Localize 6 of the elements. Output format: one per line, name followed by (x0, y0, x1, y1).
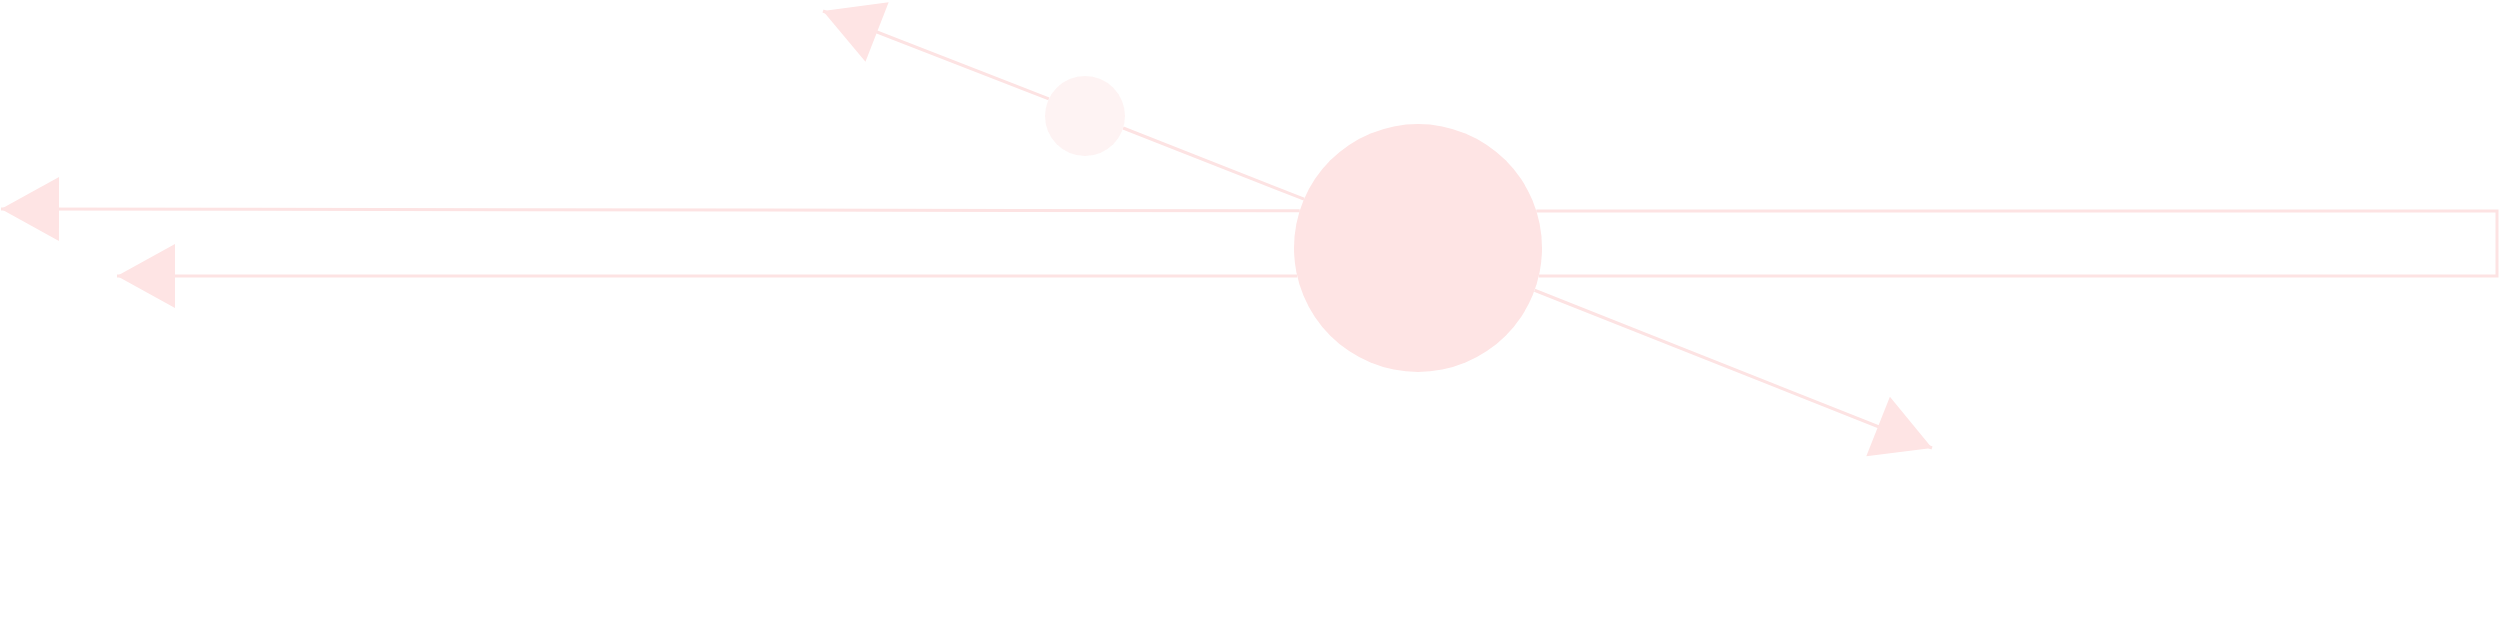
connector-line (1122, 126, 1305, 201)
arrow (117, 244, 1298, 308)
arrow (1, 177, 1300, 242)
arrow (822, 2, 1050, 101)
loop-line (1536, 209, 2499, 278)
arrow (1534, 288, 1933, 457)
